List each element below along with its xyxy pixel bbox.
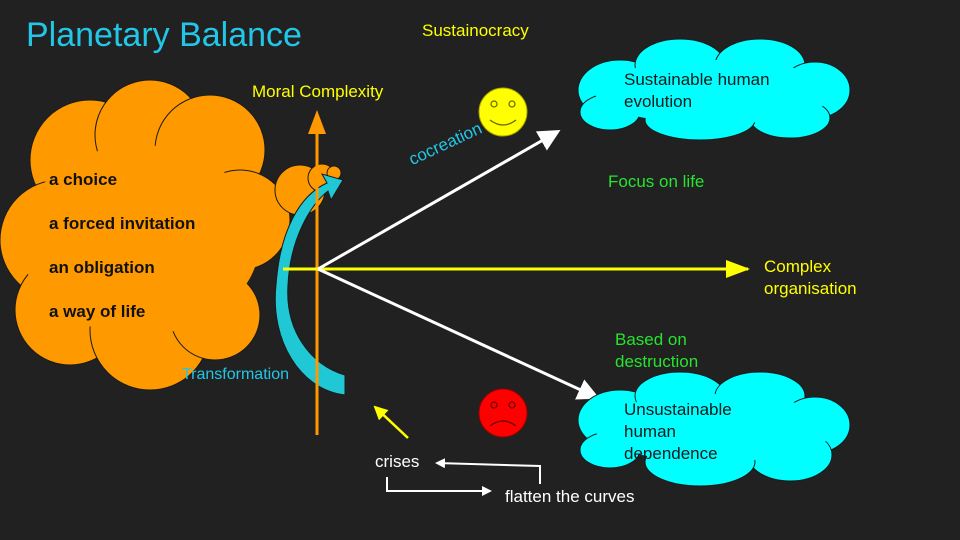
smiley-face-icon: [478, 87, 528, 137]
choice-cloud: [0, 79, 342, 391]
sustainable-line: evolution: [624, 92, 693, 111]
unsustainable-cloud: [577, 371, 851, 487]
crises-label: crises: [375, 452, 420, 471]
y-axis-label: Moral Complexity: [252, 82, 384, 101]
x-axis-label: Complex organisation: [764, 256, 857, 300]
focus-on-life-label: Focus on life: [608, 172, 705, 191]
page-title: Planetary Balance: [26, 16, 302, 54]
choice-item: an obligation: [49, 258, 155, 277]
unsustainable-outcome-text: Unsustainable human dependence: [624, 399, 732, 465]
unsustainable-line: human: [624, 422, 676, 441]
flatten-curves-label: flatten the curves: [505, 487, 635, 506]
sustainable-line: Sustainable human: [624, 70, 770, 89]
choice-item: a forced invitation: [49, 214, 196, 233]
feedback-arrow-to-flatten: [386, 477, 492, 496]
upper-path-arrow: [317, 130, 561, 271]
sad-face-icon: [478, 388, 528, 438]
x-axis-label-line: organisation: [764, 279, 857, 298]
transformation-label: Transformation: [182, 366, 289, 383]
crises-pointer-arrow: [373, 405, 409, 439]
x-axis-label-line: Complex: [764, 257, 832, 276]
unsustainable-line: Unsustainable: [624, 400, 732, 419]
choice-item: a way of life: [49, 302, 146, 321]
transformation-swoosh: [274, 173, 346, 396]
feedback-arrow-to-crises: [435, 458, 541, 484]
sustainable-cloud: [577, 38, 851, 141]
subtitle-sustainocracy: Sustainocracy: [422, 21, 529, 40]
unsustainable-line: dependence: [624, 444, 718, 463]
based-line: Based on: [615, 330, 687, 349]
sustainable-outcome-text: Sustainable human evolution: [624, 69, 770, 113]
based-on-destruction-label: Based on destruction: [615, 329, 698, 373]
lower-path-arrow: [317, 267, 600, 400]
based-line: destruction: [615, 352, 699, 371]
y-axis-arrowhead: [308, 110, 326, 134]
choice-item: a choice: [49, 170, 118, 189]
